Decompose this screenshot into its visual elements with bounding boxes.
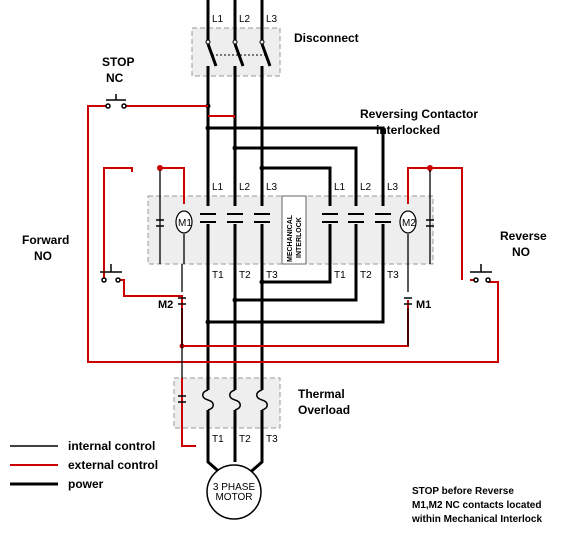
motor-label-line2: MOTOR [215,492,252,503]
stop-label-line1: STOP [102,55,134,69]
motor-label-line1: 3 PHASE [213,482,256,493]
coil-m2 [399,210,417,234]
mechanical-label-line1: MECHANICAL [287,214,294,262]
reverse-label-line1: Reverse [500,229,547,243]
main-contacts [200,213,391,223]
junction-dots [205,103,265,325]
forward-load-t3: T3 [266,270,278,281]
forward-load-t2: T2 [239,270,251,281]
reverse-label-line2: NO [512,245,530,259]
motor-icon [206,464,262,520]
forward-label-line1: Forward [22,233,69,247]
overload-t1: T1 [212,434,224,445]
reverse-line-l1: L1 [334,182,346,193]
forward-line-l1: L1 [212,182,224,193]
legend-power-label: power [68,477,104,491]
disconnect-label: Disconnect [294,31,359,45]
coil-m1 [175,210,193,234]
note-line2: M1,M2 NC contacts located [412,500,541,511]
forward-button [100,264,122,283]
reverse-line-l2: L2 [360,182,372,193]
terminal-top-l3: L3 [266,14,278,25]
thermal-label-line1: Thermal [298,387,345,401]
power-wiring [206,0,385,478]
external-junctions [157,165,433,349]
note-line1: STOP before Reverse [412,486,514,497]
legend-lines [10,445,58,486]
overload-t3: T3 [266,434,278,445]
overload-t2: T2 [239,434,251,445]
legend-external-label: external control [68,458,158,472]
stop-label-line2: NC [106,71,124,85]
forward-label-line2: NO [34,249,52,263]
aux-m1-label: M1 [416,299,431,311]
overload-heaters [202,389,268,411]
coil-m1-label: M1 [178,218,192,229]
terminal-top-l2: L2 [239,14,251,25]
internal-control-wiring [159,170,431,378]
coil-m2-label: M2 [402,218,416,229]
reversing-label-line1: Reversing Contactor [360,107,478,121]
forward-line-l3: L3 [266,182,278,193]
reverse-load-t1: T1 [334,270,346,281]
note-line3: within Mechanical Interlock [411,514,542,525]
reversing-label-line2: interlocked [376,123,440,137]
forward-load-t1: T1 [212,270,224,281]
mechanical-interlock-box [281,195,307,265]
reverse-load-t2: T2 [360,270,372,281]
aux-m2-label: M2 [158,299,173,311]
reverse-button [470,264,492,283]
legend-internal-label: internal control [68,439,155,453]
overload-box [173,377,281,429]
external-control-wiring [87,105,499,447]
reverse-load-t3: T3 [387,270,399,281]
disconnect-switch [205,39,266,56]
stop-button [105,94,127,109]
reverse-line-l3: L3 [387,182,399,193]
mechanical-label-line2: INTERLOCK [296,217,303,258]
aux-contacts [156,219,434,403]
terminal-top-l1: L1 [212,14,224,25]
thermal-label-line2: Overload [298,403,350,417]
forward-line-l2: L2 [239,182,251,193]
